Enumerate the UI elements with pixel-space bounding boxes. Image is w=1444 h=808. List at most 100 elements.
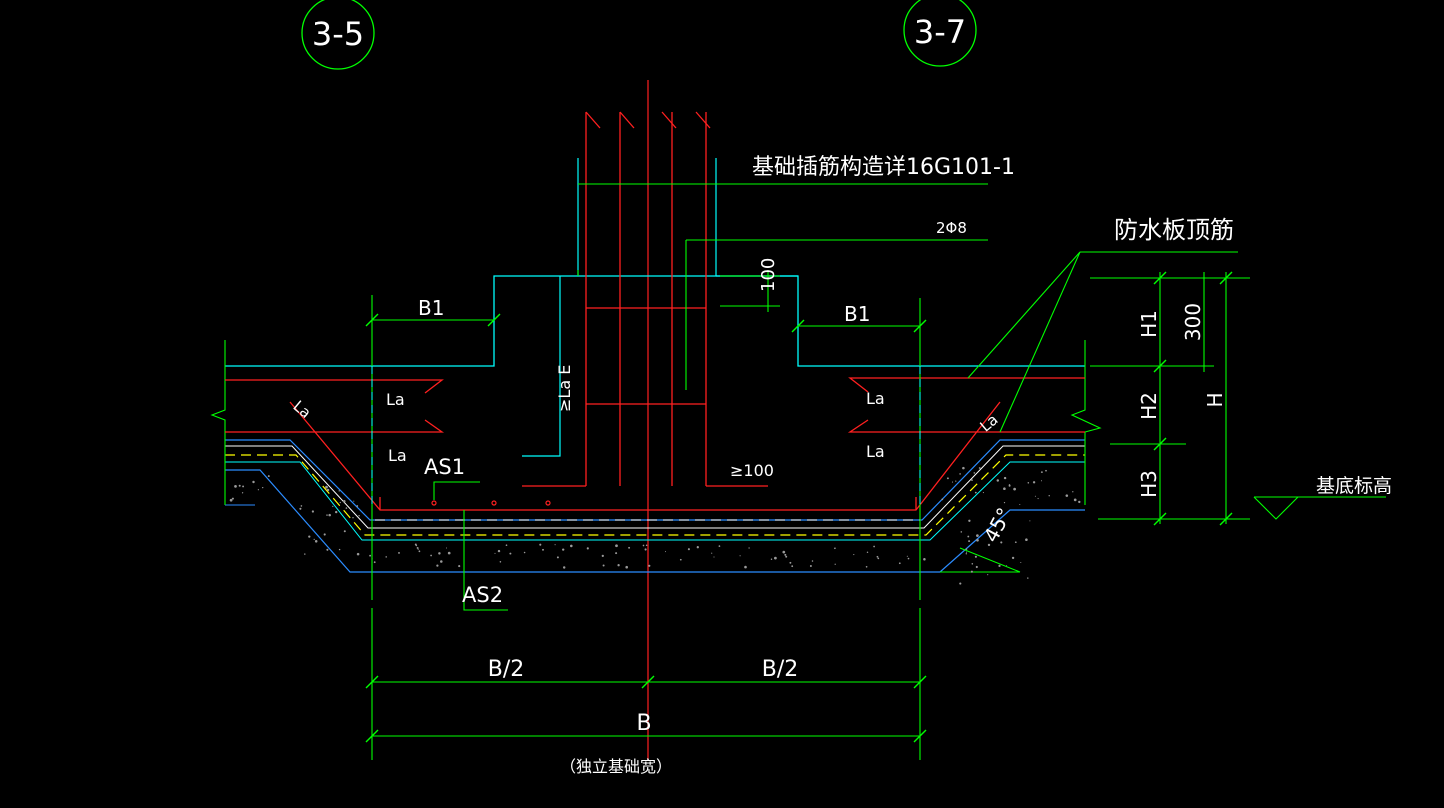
hatch-dot bbox=[358, 514, 360, 517]
hatch-dot bbox=[562, 566, 566, 569]
hatch-dot bbox=[570, 544, 573, 548]
footing-width-note: （独立基础宽） bbox=[560, 757, 672, 776]
hatch-dot bbox=[679, 558, 682, 561]
hatch-dot bbox=[770, 558, 773, 561]
hatch-dot bbox=[941, 498, 944, 501]
hatch-dot bbox=[664, 551, 667, 553]
hatch-dot bbox=[505, 544, 508, 547]
hatch-dot bbox=[748, 547, 750, 549]
hatch-dot bbox=[1073, 498, 1077, 502]
hatch-dot bbox=[615, 544, 618, 548]
hatch-dot bbox=[791, 565, 794, 568]
h1-label: H1 bbox=[1137, 310, 1161, 338]
hatch-dot bbox=[789, 561, 792, 564]
hatch-dot bbox=[1000, 541, 1003, 544]
base-elevation-label: 基底标高 bbox=[1316, 475, 1392, 497]
hatch-dot bbox=[234, 485, 237, 488]
hatch-dot bbox=[332, 505, 334, 508]
concrete-hatch bbox=[229, 466, 1081, 585]
min-100-label: ≥100 bbox=[730, 461, 774, 480]
hatch-dot bbox=[1019, 503, 1021, 506]
hatch-dot bbox=[965, 548, 968, 550]
hatch-dot bbox=[252, 480, 255, 484]
annotations: 基础插筋构造详16G101-1 2Φ8 防水板顶筋 基底标高 B1 B1 100… bbox=[290, 155, 1392, 776]
hatch-dot bbox=[1037, 498, 1039, 500]
half-b-right-label: B/2 bbox=[762, 657, 799, 682]
hatch-dot bbox=[811, 560, 814, 562]
hatch-dot bbox=[345, 507, 348, 509]
hatch-dot bbox=[974, 491, 977, 494]
hatch-dot bbox=[834, 547, 836, 550]
hatch-dot bbox=[809, 565, 812, 567]
hatch-dot bbox=[373, 561, 376, 564]
hatch-dot bbox=[784, 553, 787, 556]
hatch-dot bbox=[1003, 487, 1006, 491]
hatch-dot bbox=[877, 557, 880, 560]
hatch-dot bbox=[968, 519, 971, 522]
hatch-dot bbox=[907, 557, 910, 560]
hatch-dot bbox=[648, 564, 651, 567]
hatch-dot bbox=[971, 479, 973, 481]
hatch-dot bbox=[1013, 487, 1016, 491]
as2-label: AS2 bbox=[462, 583, 503, 607]
hatch-dot bbox=[711, 552, 713, 554]
hatch-dot bbox=[1025, 538, 1028, 541]
hatch-dot bbox=[338, 548, 341, 551]
grid-axis-3-5-label: 3-5 bbox=[312, 15, 364, 53]
hatch-dot bbox=[644, 548, 647, 551]
hatch-dot bbox=[965, 551, 968, 553]
hatch-dot bbox=[975, 565, 978, 569]
hatch-dot bbox=[1072, 491, 1074, 493]
hatch-dot bbox=[971, 563, 974, 565]
hatch-dot bbox=[311, 510, 315, 513]
hatch-dot bbox=[615, 552, 618, 555]
hatch-dot bbox=[325, 485, 328, 489]
hatch-dot bbox=[304, 553, 306, 555]
hatch-dot bbox=[438, 552, 441, 555]
hatch-dot bbox=[418, 550, 421, 553]
hatch-dot bbox=[554, 544, 556, 546]
hatch-dot bbox=[718, 545, 721, 547]
hatch-dot bbox=[976, 538, 979, 542]
hatch-dot bbox=[924, 559, 926, 561]
hatch-dot bbox=[494, 552, 496, 554]
hatch-dot bbox=[785, 555, 788, 558]
hatch-dot bbox=[238, 484, 241, 487]
grid-axis-3-5: 3-5 bbox=[301, 0, 375, 70]
grid-axis-3-7: 3-7 bbox=[903, 0, 977, 67]
hatch-dot bbox=[782, 550, 786, 554]
h3-label: H3 bbox=[1137, 470, 1161, 498]
hatch-dot bbox=[1040, 480, 1043, 482]
la-left-bottom: La bbox=[388, 446, 407, 465]
hatch-dot bbox=[1003, 502, 1006, 504]
hatch-dot bbox=[645, 544, 648, 546]
hatch-dot bbox=[338, 490, 340, 492]
hatch-dot bbox=[978, 467, 981, 469]
hatch-dot bbox=[299, 507, 302, 510]
hatch-dot bbox=[300, 505, 303, 507]
hatch-dot bbox=[436, 564, 439, 567]
hatch-dot bbox=[739, 555, 741, 557]
hatch-dot bbox=[1065, 494, 1069, 497]
b1-left-label: B1 bbox=[418, 296, 444, 320]
hatch-dot bbox=[959, 473, 961, 475]
hatch-dot bbox=[617, 564, 620, 567]
hatch-dot bbox=[262, 486, 264, 489]
b-label: B bbox=[636, 711, 651, 736]
hatch-dot bbox=[430, 554, 432, 557]
hatch-dot bbox=[1020, 561, 1022, 564]
hatch-dot bbox=[335, 510, 338, 514]
half-b-left-label: B/2 bbox=[488, 657, 525, 682]
la-boundaries bbox=[371, 366, 921, 508]
hatch-dot bbox=[987, 574, 989, 576]
hatch-dot bbox=[967, 535, 970, 538]
hatch-dot bbox=[1027, 577, 1029, 579]
hatch-dot bbox=[974, 555, 977, 558]
hatch-dot bbox=[1029, 520, 1031, 522]
hatch-dot bbox=[959, 582, 962, 585]
hatch-dot bbox=[497, 549, 501, 553]
hatch-dot bbox=[385, 556, 387, 558]
h2-label: H2 bbox=[1137, 392, 1161, 420]
hatch-dot bbox=[417, 548, 419, 550]
